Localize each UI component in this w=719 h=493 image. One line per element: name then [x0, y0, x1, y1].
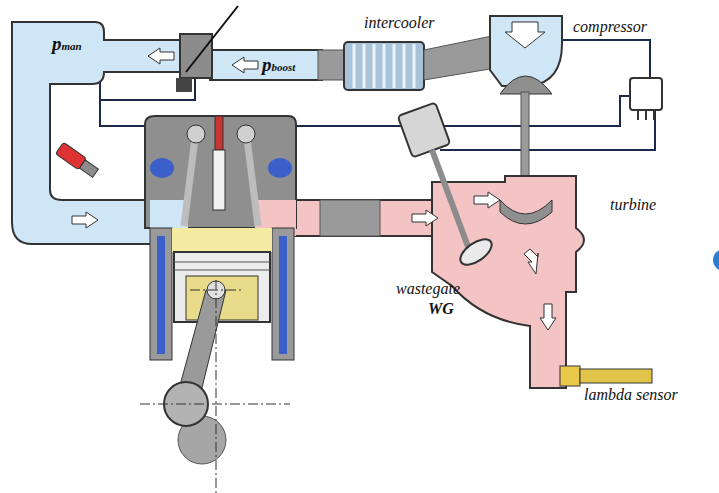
part-label: intercooler [364, 14, 435, 32]
flow-arrow [232, 57, 258, 73]
flow-arrow [540, 304, 556, 330]
part-label: lambda sensor [584, 386, 678, 404]
part-label: turbine [610, 196, 656, 214]
center-line [140, 280, 290, 493]
pressure-symbol: pman [52, 34, 82, 55]
intercooler-flange [318, 50, 344, 80]
pressure-symbol: pboost [262, 55, 295, 76]
water-jacket [150, 158, 174, 178]
flow-arrow [474, 192, 500, 208]
intercooler-fins [354, 44, 414, 88]
valve-spring [187, 125, 205, 143]
piston [174, 252, 270, 322]
lambda-sensor-body [580, 369, 652, 383]
charge-pipe [424, 36, 496, 80]
cylinder-wall [272, 228, 294, 360]
flow-arrow [148, 48, 174, 64]
injector-nozzle [80, 160, 99, 177]
exhaust-valve [246, 130, 258, 226]
sensor-pins [638, 110, 654, 120]
edge-mark [713, 249, 719, 271]
wastegate-rod [432, 150, 470, 252]
flow-arrow [412, 210, 438, 226]
part-label: compressor [573, 18, 647, 36]
turbine-wheel [500, 200, 552, 224]
flow-arrow [524, 249, 538, 274]
signal-wire [100, 78, 195, 100]
flow-arrow [505, 22, 545, 48]
throttle-plate [186, 6, 238, 72]
signal-wire [560, 40, 650, 78]
pressure-sensor [630, 78, 662, 110]
valve-spring [237, 125, 255, 143]
wastegate-flap [456, 234, 496, 269]
signal-wire [440, 110, 655, 150]
exhaust-flange [320, 200, 380, 236]
water-jacket [157, 236, 165, 354]
spark-plug [215, 116, 223, 150]
intercooler-core [344, 42, 424, 90]
lambda-sensor-tip [560, 366, 580, 386]
combustion-chamber [172, 228, 272, 252]
part-label: wastegate [396, 280, 460, 298]
boost-pipe [210, 50, 322, 80]
water-jacket [279, 236, 287, 354]
throttle-connector [176, 78, 192, 92]
compressor-housing [490, 16, 562, 86]
wastegate-actuator [398, 102, 451, 157]
throttle-body [180, 34, 212, 78]
fuel-injector [55, 142, 99, 179]
flow-arrow [72, 212, 98, 228]
compressor-wheel [500, 76, 552, 94]
piston-rings [174, 262, 270, 270]
cylinder-wall [150, 228, 172, 360]
spark-plug [213, 150, 225, 210]
intake-valve [184, 130, 196, 226]
water-jacket [268, 158, 292, 178]
part-abbreviation: WG [428, 300, 454, 318]
